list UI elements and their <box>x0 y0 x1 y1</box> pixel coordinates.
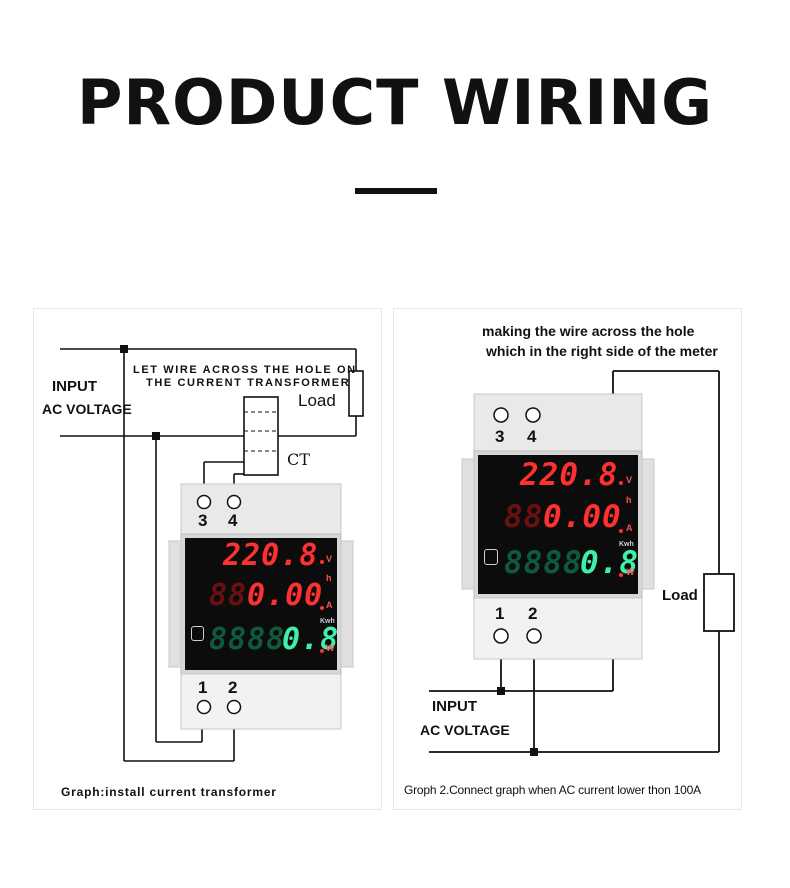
right-unit-a: A <box>626 523 633 533</box>
right-w-indicator <box>619 573 623 577</box>
right-meter-display: 220.8 V h 88 0.00 A Kwh 8888 0.8 W <box>478 455 638 594</box>
right-energy-dim-digits: 8888 <box>504 545 583 581</box>
left-meter-display: 220.8 V h 88 0.00 A Kwh 8888 0.8 W <box>185 538 340 670</box>
right-instruction-line1: making the wire across the hole <box>482 323 695 339</box>
left-w-indicator <box>320 649 324 653</box>
left-caption: Graph:install current transformer <box>61 785 277 799</box>
right-unit-h: h <box>626 495 632 505</box>
right-terminal-2: 2 <box>528 604 538 623</box>
left-a-indicator <box>320 606 324 610</box>
left-unit-h: h <box>326 573 332 583</box>
left-mode-button-icon <box>191 626 204 641</box>
right-terminal-1: 1 <box>495 604 505 623</box>
left-input-label: INPUT <box>52 378 97 395</box>
left-terminal-4: 4 <box>228 511 238 530</box>
left-junction-bottom <box>152 432 160 440</box>
right-current-dim-digits: 88 <box>504 499 544 535</box>
left-terminal-1: 1 <box>198 678 208 697</box>
left-instruction-line1: LET WIRE ACROSS THE HOLE ON <box>133 364 357 376</box>
right-input-label: INPUT <box>432 698 477 715</box>
title-underline <box>355 188 437 194</box>
right-voltage-reading: 220.8 <box>520 457 619 493</box>
right-junction-input <box>497 687 505 695</box>
left-voltage-reading: 220.8 <box>223 538 319 573</box>
left-load-resistor <box>348 370 364 417</box>
left-energy-dim-digits: 8888 <box>209 622 286 657</box>
page-title: PRODUCT WIRING <box>76 66 714 139</box>
right-unit-v: V <box>626 475 633 485</box>
right-terminal-4: 4 <box>527 427 537 446</box>
right-junction-bottom <box>530 748 538 756</box>
left-current-dim-digits: 88 <box>209 578 248 613</box>
left-wiring-diagram: INPUT AC VOLTAGE LET WIRE ACROSS THE HOL… <box>33 308 382 810</box>
right-a-indicator <box>619 529 623 533</box>
left-unit-v: V <box>326 554 333 564</box>
right-terminal-3: 3 <box>495 427 505 446</box>
left-load-label: Load <box>298 391 336 410</box>
right-mode-button-icon <box>484 549 498 565</box>
right-current-reading: 0.00 <box>543 499 622 535</box>
left-terminal-2: 2 <box>228 678 238 697</box>
right-caption: Groph 2.Connect graph when AC current lo… <box>404 783 701 797</box>
right-unit-w: W <box>626 567 635 577</box>
right-wiring-diagram: making the wire across the hole which in… <box>393 308 742 810</box>
left-energy-reading: 0.8 <box>282 622 340 657</box>
left-unit-kwh: Kwh <box>320 618 335 625</box>
right-v-indicator <box>619 481 623 485</box>
left-current-transformer <box>243 396 279 476</box>
left-current-reading: 0.00 <box>247 578 324 613</box>
left-instruction-line2: THE CURRENT TRANSFORMER <box>146 377 351 389</box>
left-voltage-label: AC VOLTAGE <box>42 401 132 417</box>
left-unit-a: A <box>326 600 333 610</box>
right-load-resistor <box>703 573 735 632</box>
left-unit-w: W <box>326 643 335 653</box>
right-load-label: Load <box>662 587 698 604</box>
right-instruction-line2: which in the right side of the meter <box>486 343 718 359</box>
left-ct-label: CT <box>287 450 310 469</box>
right-energy-reading: 0.8 <box>580 545 639 581</box>
left-junction-top <box>120 345 128 353</box>
right-voltage-label: AC VOLTAGE <box>420 722 510 738</box>
right-unit-kwh: Kwh <box>619 541 634 548</box>
left-v-indicator <box>320 560 324 564</box>
left-terminal-3: 3 <box>198 511 208 530</box>
